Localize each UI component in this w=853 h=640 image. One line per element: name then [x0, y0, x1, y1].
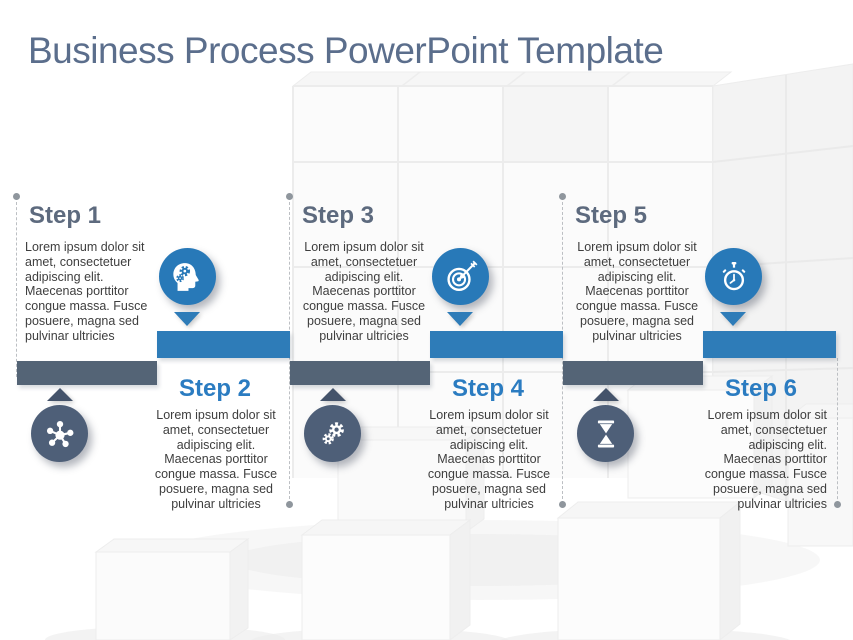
step-4-title: Step 4 [451, 375, 525, 402]
pointer-down-icon [174, 312, 200, 326]
pointer-up-icon [320, 388, 346, 401]
guide-dot [13, 193, 20, 200]
step-4-bar [430, 331, 563, 358]
molecule-icon [46, 420, 73, 447]
step-6-icon-badge [705, 248, 762, 305]
dashed-guide-line [16, 197, 17, 377]
step-1-body: Lorem ipsum dolor sit amet, consectetuer… [25, 240, 148, 343]
stopwatch-icon [722, 261, 745, 290]
pointer-up-icon [47, 388, 73, 401]
guide-dot [559, 193, 566, 200]
dashed-guide-line [837, 358, 838, 504]
step-1-icon-badge [31, 405, 88, 462]
pointer-down-icon [447, 312, 473, 326]
step-2-body: Lorem ipsum dolor sit amet, consectetuer… [154, 408, 278, 511]
slide-title: Business Process PowerPoint Template [28, 30, 664, 71]
head-gears-icon [172, 262, 199, 291]
guide-dot [559, 501, 566, 508]
step-3-bar [290, 361, 430, 385]
guide-dot [286, 501, 293, 508]
target-dart-icon [446, 260, 477, 291]
step-3-title: Step 3 [302, 202, 375, 229]
step-3-icon-badge [304, 405, 361, 462]
hourglass-icon [597, 420, 614, 447]
step-1-bar [17, 361, 157, 385]
guide-dot [286, 193, 293, 200]
step-5-bar [563, 361, 703, 385]
process-panel-3: Step 5 Lorem ipsum dolor sit amet, conse… [563, 0, 836, 640]
step-5-body: Lorem ipsum dolor sit amet, consectetuer… [575, 240, 699, 343]
step-4-icon-badge [432, 248, 489, 305]
pointer-up-icon [593, 388, 619, 401]
step-4-body: Lorem ipsum dolor sit amet, consectetuer… [427, 408, 551, 511]
process-panel-1: Step 1 Lorem ipsum dolor sit amet, conse… [17, 0, 290, 640]
step-3-body: Lorem ipsum dolor sit amet, consectetuer… [302, 240, 426, 343]
step-2-title: Step 2 [178, 375, 252, 402]
guide-dot [834, 501, 841, 508]
step-2-bar [157, 331, 290, 358]
step-6-title: Step 6 [724, 375, 798, 402]
step-5-icon-badge [577, 405, 634, 462]
step-5-title: Step 5 [575, 202, 648, 229]
step-6-body: Lorem ipsum dolor sit amet, consectetuer… [704, 408, 827, 511]
gears-icon [322, 421, 344, 444]
pointer-down-icon [720, 312, 746, 326]
step-2-icon-badge [159, 248, 216, 305]
process-panel-2: Step 3 Lorem ipsum dolor sit amet, conse… [290, 0, 563, 640]
step-1-title: Step 1 [29, 202, 102, 229]
step-6-bar [703, 331, 836, 358]
